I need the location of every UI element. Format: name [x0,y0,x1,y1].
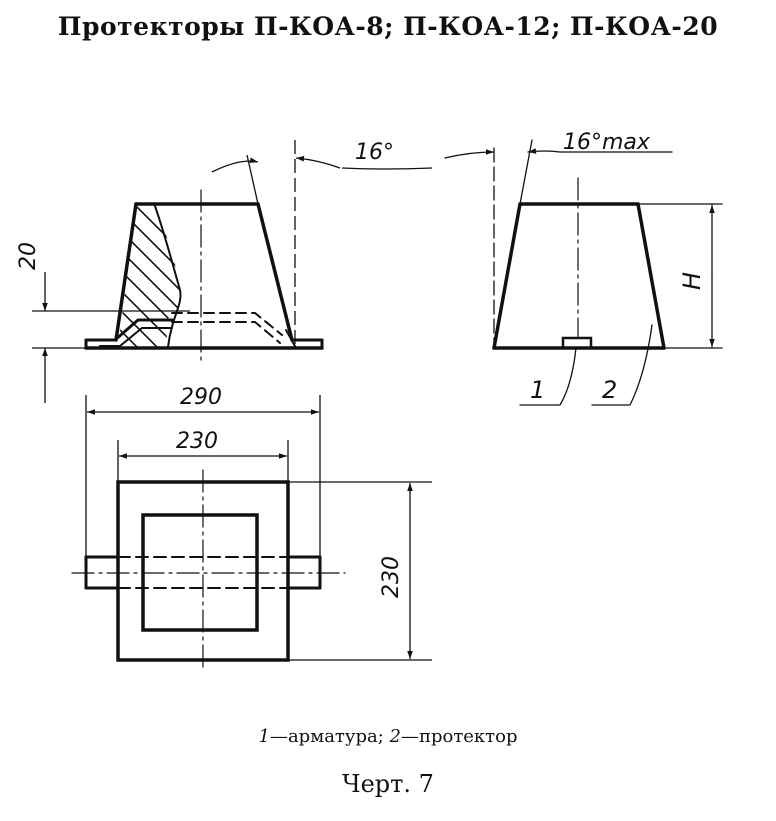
width-label-290: 290 [180,385,222,410]
legend-text-1: —арматура; [269,726,390,747]
legend-num-1: 1 [258,726,270,747]
figure-label: Черт. 7 [342,770,434,798]
callout-label-1: 1 [530,376,545,404]
front-view [84,189,324,366]
angle-dimension-left [211,140,433,345]
height-dimension-20 [32,272,190,403]
height-label-h: H [678,272,706,290]
legend-text-2: —протектор [400,726,518,747]
width-dimension-230 [117,440,289,482]
callout-label-2: 2 [602,376,617,404]
width-label-230: 230 [176,429,218,454]
angle-label-right: 16°max [563,130,651,155]
drawing-title: Протекторы П-КОА-8; П-КОА-12; П-КОА-20 [57,12,719,41]
plan-view [71,469,346,673]
legend-caption: 1—арматура; 2—протектор [0,726,776,747]
depth-dimension-230 [288,481,432,661]
width-dimension-290 [85,395,321,557]
angle-label-left: 16° [355,140,394,165]
height-label-20: 20 [16,242,41,270]
end-view [444,139,723,406]
legend-num-2: 2 [389,726,401,747]
depth-label-230: 230 [379,556,404,598]
